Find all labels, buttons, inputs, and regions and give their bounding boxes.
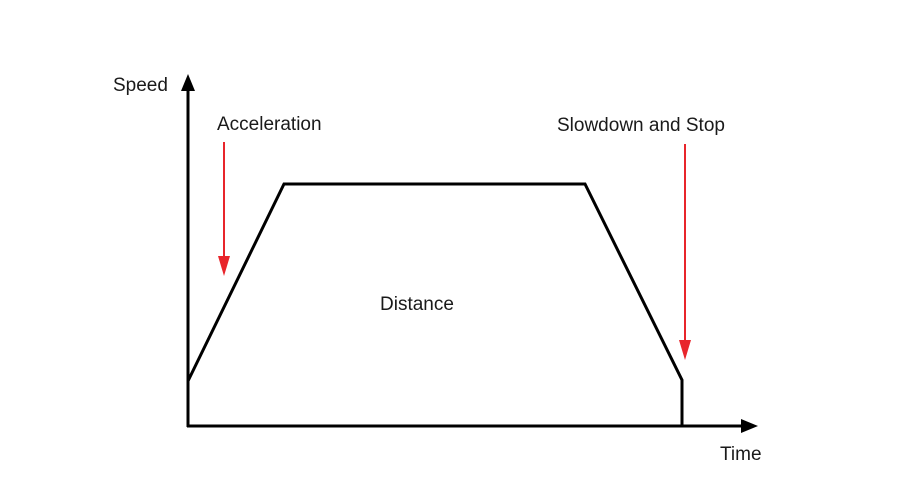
acceleration-arrowhead — [218, 256, 230, 276]
acceleration-label: Acceleration — [217, 114, 322, 135]
distance-label: Distance — [380, 294, 454, 315]
x-axis-arrowhead — [741, 419, 758, 433]
y-axis-label: Speed — [113, 75, 168, 96]
speed-profile-line — [186, 182, 684, 426]
slowdown-label: Slowdown and Stop — [557, 115, 725, 136]
slowdown-arrowhead — [679, 340, 691, 360]
x-axis-label: Time — [720, 444, 762, 465]
y-axis-arrowhead — [181, 74, 195, 91]
